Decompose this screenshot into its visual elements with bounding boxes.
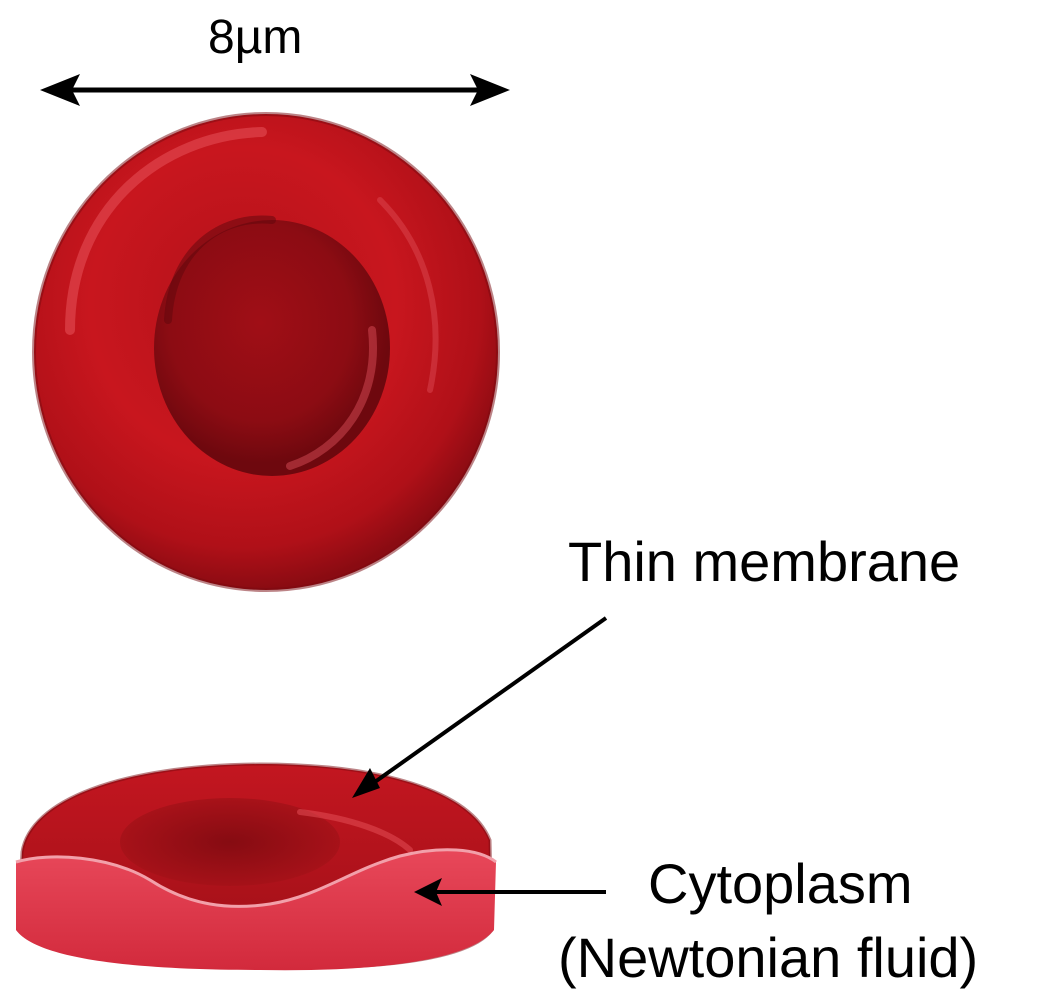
red-blood-cell-cross-section	[16, 764, 496, 970]
thin-membrane-label: Thin membrane	[568, 534, 960, 590]
scale-label: 8µm	[208, 14, 302, 62]
scale-arrow-icon	[40, 74, 510, 106]
cytoplasm-label: Cytoplasm	[648, 856, 913, 912]
membrane-pointer-arrow-icon	[352, 618, 606, 798]
newtonian-fluid-label: (Newtonian fluid)	[558, 930, 978, 986]
red-blood-cell-top-view	[34, 114, 498, 590]
